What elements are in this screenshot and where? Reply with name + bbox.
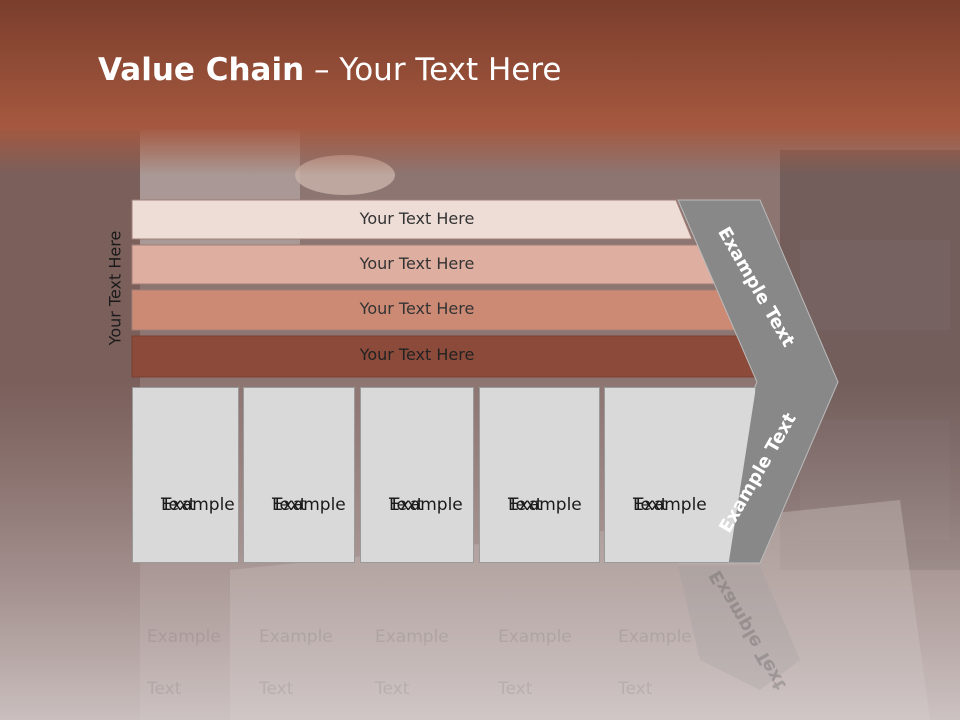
box-5-reflection: Text Example [618, 624, 692, 699]
bar-1-label: Your Text Here [359, 209, 475, 228]
box-4-line2: Text [508, 495, 543, 515]
box-5-reflection-text: Text Example [618, 624, 692, 702]
box-1-reflection-text: Text Example [147, 624, 221, 702]
bar-3-label: Your Text Here [359, 299, 475, 318]
chevron-reflection [678, 566, 800, 690]
box-2-line2: Text [272, 495, 307, 515]
box-3-line2: Text [389, 495, 424, 515]
box-3-line1: Example [389, 495, 463, 515]
box-4-reflection-text: Text Example [498, 624, 572, 702]
box-4-line1: Example [508, 495, 582, 515]
bar-2-label: Your Text Here [359, 254, 475, 273]
box-5-reflection-line1: Example [618, 627, 692, 647]
box-2-reflection-text: Text Example [259, 624, 333, 702]
box-2-reflection: Text Example [259, 624, 333, 699]
box-4-reflection-line1: Example [498, 627, 572, 647]
box-1-line1: Example [161, 495, 235, 515]
box-1-reflection-line1: Example [147, 627, 221, 647]
box-4-reflection-line2: Text [498, 679, 533, 699]
box-2-reflection-line2: Text [259, 679, 294, 699]
box-1-reflection-line2: Text [147, 679, 182, 699]
box-5-line2: Text [633, 495, 668, 515]
title-bold: Value Chain [98, 52, 305, 88]
bar-1-shape [131, 199, 693, 240]
title-rest: – Your Text Here [304, 52, 562, 88]
box-3-reflection: Text Example [375, 624, 449, 699]
box-1-line2: Text [161, 495, 196, 515]
box-3-reflection-text: Text Example [375, 624, 449, 702]
box-2-line1: Example [272, 495, 346, 515]
box-5-line1: Example [633, 495, 707, 515]
box-2-reflection-line1: Example [259, 627, 333, 647]
box-4-reflection: Text Example [498, 624, 572, 699]
box-3-reflection-line1: Example [375, 627, 449, 647]
box-5-reflection-line2: Text [618, 679, 653, 699]
box-1-reflection: Text Example [147, 624, 221, 699]
page-title: Value Chain – Your Text Here [98, 52, 561, 88]
box-3-reflection-line2: Text [375, 679, 410, 699]
bar-4-label: Your Text Here [359, 345, 475, 364]
